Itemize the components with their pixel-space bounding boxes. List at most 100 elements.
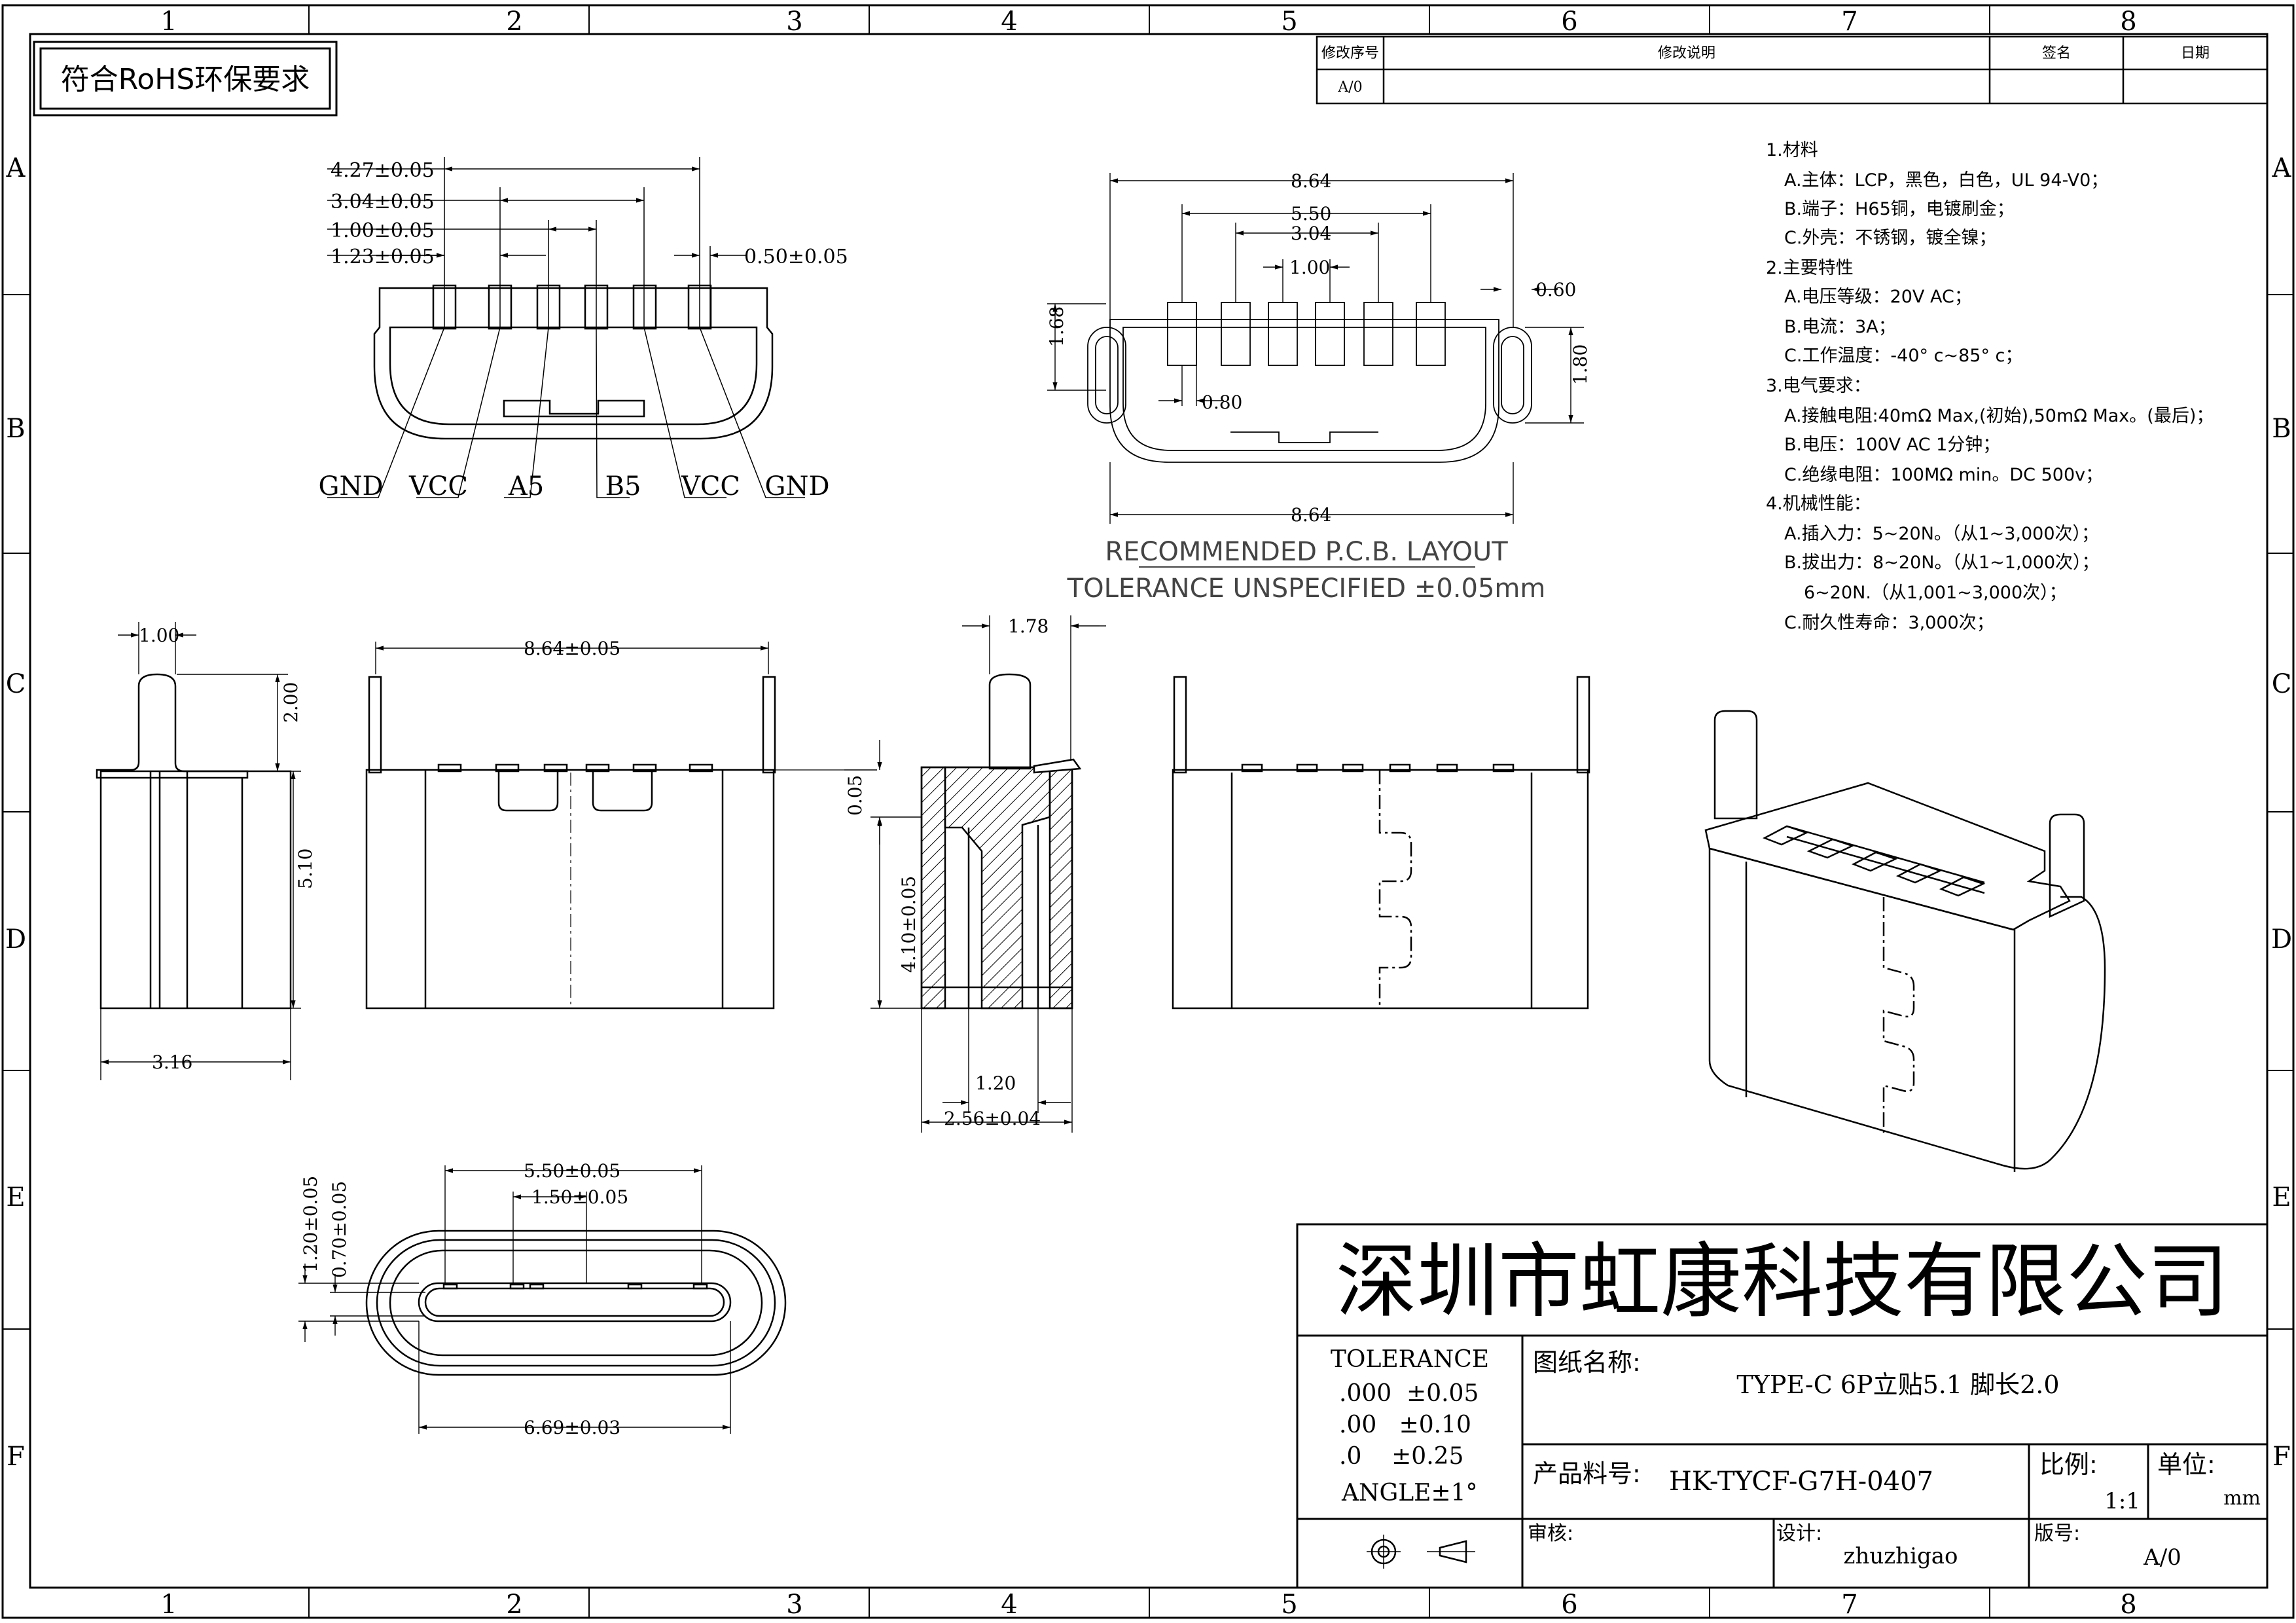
note-line: B.拔出力：8~20N。（从1~1,000次）；: [1784, 553, 2100, 573]
part-no-label: 产品料号:: [1533, 1459, 1641, 1488]
col-label-bottom: 7: [1841, 1590, 1857, 1620]
top-view-contacts: [432, 284, 712, 330]
top-view-dims: 4.27±0.05 3.04±0.05 1.00±0.05 1.23±0.05 …: [331, 159, 848, 268]
col-label-top: 3: [786, 7, 802, 37]
note-line: C.耐久性寿命：3,000次；: [1784, 613, 1994, 633]
revision-table: 修改序号 修改说明 签名 日期 A/0: [1316, 35, 2269, 105]
pin-label-vcc: VCC: [681, 471, 740, 501]
review-label: 审核:: [1528, 1522, 1573, 1545]
row-label-right: C: [2272, 669, 2292, 699]
pcb-dims: 8.64 5.50 3.04 1.00 0.60 1.68 1.80 0.80 …: [1046, 170, 1591, 526]
col-label-bottom: 3: [786, 1590, 802, 1620]
side-dim-2.00: 2.00: [280, 682, 302, 723]
mouth-dim-0.70: 0.70±0.05: [329, 1181, 350, 1278]
title-block: 深圳市虹康科技有限公司 TOLERANCE .000 ±0.05 .00 ±0.…: [1296, 1223, 2269, 1589]
rear-view-contacts: [1241, 763, 1515, 773]
pin-leaders: [327, 327, 805, 498]
row-label-right: E: [2272, 1182, 2291, 1213]
row-label-left: F: [7, 1442, 25, 1472]
pcb-dim-0.60: 0.60: [1535, 279, 1576, 301]
design-label: 设计:: [1776, 1522, 1822, 1545]
pcb-dim-8.64-bottom: 8.64: [1291, 504, 1331, 526]
top-view: [327, 157, 805, 498]
section-dim-4.10: 4.10±0.05: [898, 876, 920, 973]
col-label-top: 7: [1841, 7, 1857, 37]
drawing-name: TYPE-C 6P立贴5.1 脚长2.0: [1736, 1370, 2059, 1399]
note-line: B.端子：H65铜，电镀刷金；: [1784, 199, 2015, 219]
mouth-view-dims: 5.50±0.05 1.50±0.05 1.20±0.05 0.70±0.05 …: [300, 1160, 628, 1438]
version-value: A/0: [2143, 1544, 2181, 1571]
rev-number: A/0: [1337, 79, 1362, 96]
row-label-left: D: [5, 924, 26, 955]
row-label-left: B: [6, 414, 25, 444]
front-view-contacts: [437, 763, 713, 773]
row-label-right: D: [2271, 924, 2292, 955]
projection-symbol: [1367, 1535, 1475, 1569]
dim-4.27: 4.27±0.05: [331, 159, 435, 182]
pin-labels: GND VCC A5 B5 VCC GND: [318, 471, 829, 501]
rev-header-desc: 修改说明: [1658, 45, 1715, 62]
iso-contacts: [1762, 825, 1986, 897]
col-label-bottom: 5: [1281, 1590, 1297, 1620]
mouth-dim-5.50: 5.50±0.05: [524, 1160, 620, 1182]
note-line: 6~20N.（从1,001~3,000次）；: [1804, 583, 2067, 603]
rev-header-no: 修改序号: [1321, 45, 1379, 62]
mouth-dim-1.50: 1.50±0.05: [531, 1186, 628, 1208]
pcb-pads: [1167, 302, 1446, 366]
col-label-bottom: 4: [1001, 1590, 1017, 1620]
col-label-top: 2: [506, 7, 522, 37]
section-dim-2.56: 2.56±0.04: [944, 1108, 1041, 1129]
rear-view: [1172, 676, 1590, 1010]
scale-value: 1:1: [2104, 1488, 2140, 1514]
mouth-dim-6.69: 6.69±0.03: [524, 1417, 620, 1438]
front-dim-8.64: 8.64±0.05: [524, 638, 620, 659]
side-view: [96, 622, 301, 1080]
mouth-dim-1.20: 1.20±0.05: [300, 1176, 321, 1273]
dim-1.23: 1.23±0.05: [331, 246, 435, 268]
scale-label: 比例:: [2039, 1450, 2098, 1479]
pcb-dim-8.64-top: 8.64: [1291, 170, 1331, 192]
pin-label-gnd: GND: [318, 471, 383, 501]
row-label-left: E: [6, 1182, 25, 1213]
section-dim-1.20: 1.20: [975, 1072, 1016, 1094]
pcb-layout: [1047, 173, 1584, 524]
dim-1.00: 1.00±0.05: [331, 219, 435, 242]
rohs-box: 符合RoHS环保要求: [33, 41, 338, 117]
col-label-bottom: 6: [1561, 1590, 1577, 1620]
note-line: A.电压等级：20V AC；: [1784, 287, 1972, 307]
pin-label-vcc: VCC: [408, 471, 468, 501]
note-line: C.工作温度：-40° c~85° c；: [1784, 346, 2022, 366]
section-view: [844, 615, 1106, 1133]
tolerance-1dp: .0 ±0.25: [1339, 1443, 1463, 1470]
pcb-dim-3.04: 3.04: [1291, 223, 1331, 244]
section-dim-1.78: 1.78: [1008, 615, 1049, 637]
tolerance-3dp: .000 ±0.05: [1339, 1380, 1479, 1407]
pcb-dim-1.00: 1.00: [1289, 257, 1330, 278]
col-label-top: 4: [1001, 7, 1017, 37]
note-line: A.主体：LCP，黑色，白色，UL 94-V0；: [1784, 170, 2108, 191]
row-label-right: B: [2272, 414, 2291, 444]
note-line: 2.主要特性: [1766, 258, 1854, 278]
mouth-view: [298, 1165, 787, 1434]
rohs-text: 符合RoHS环保要求: [61, 63, 310, 96]
col-label-bottom: 1: [160, 1590, 177, 1620]
col-label-top: 5: [1281, 7, 1297, 37]
col-label-bottom: 8: [2120, 1590, 2136, 1620]
col-label-top: 6: [1561, 7, 1577, 37]
unit-label: 单位:: [2157, 1450, 2215, 1479]
row-label-left: C: [6, 669, 26, 699]
front-view: [365, 642, 844, 1010]
pin-label-a5: A5: [508, 471, 544, 501]
row-label-left: A: [6, 153, 26, 183]
note-line: 4.机械性能：: [1766, 494, 1871, 514]
note-line: 3.电气要求：: [1766, 376, 1871, 396]
pcb-dim-5.50: 5.50: [1291, 203, 1331, 225]
border-labels: 1 2 3 4 5 6 7 8 1 2 3 4 5 6 7 8 A B C D …: [5, 7, 2292, 1620]
mouth-contacts: [442, 1283, 708, 1290]
tolerance-angle: ANGLE±1°: [1341, 1480, 1478, 1506]
tolerance-2dp: .00 ±0.10: [1339, 1412, 1471, 1438]
drawing-name-label: 图纸名称:: [1533, 1348, 1641, 1377]
note-line: B.电流：3A；: [1784, 317, 1896, 337]
col-label-top: 1: [160, 7, 177, 37]
